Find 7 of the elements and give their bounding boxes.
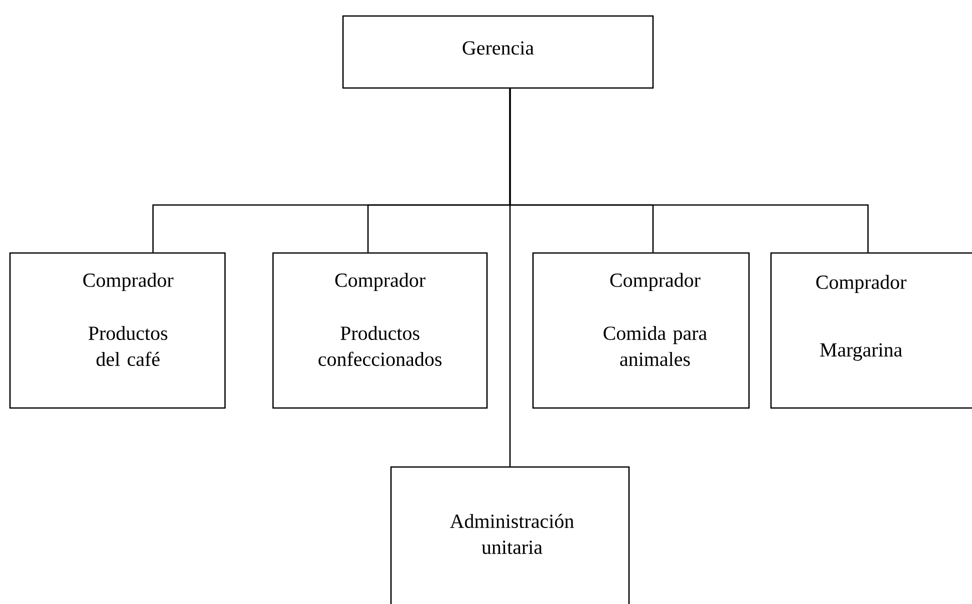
connector-line xyxy=(509,88,511,466)
org-box: Comprador Margarina xyxy=(770,252,972,409)
org-box: Comprador Comida para animales xyxy=(532,252,750,409)
org-box: Comprador Productos del café xyxy=(9,252,226,409)
org-box: Administración unitaria xyxy=(390,466,630,604)
org-box: Gerencia xyxy=(342,15,654,89)
org-box: Comprador Productos confeccionados xyxy=(272,252,488,409)
